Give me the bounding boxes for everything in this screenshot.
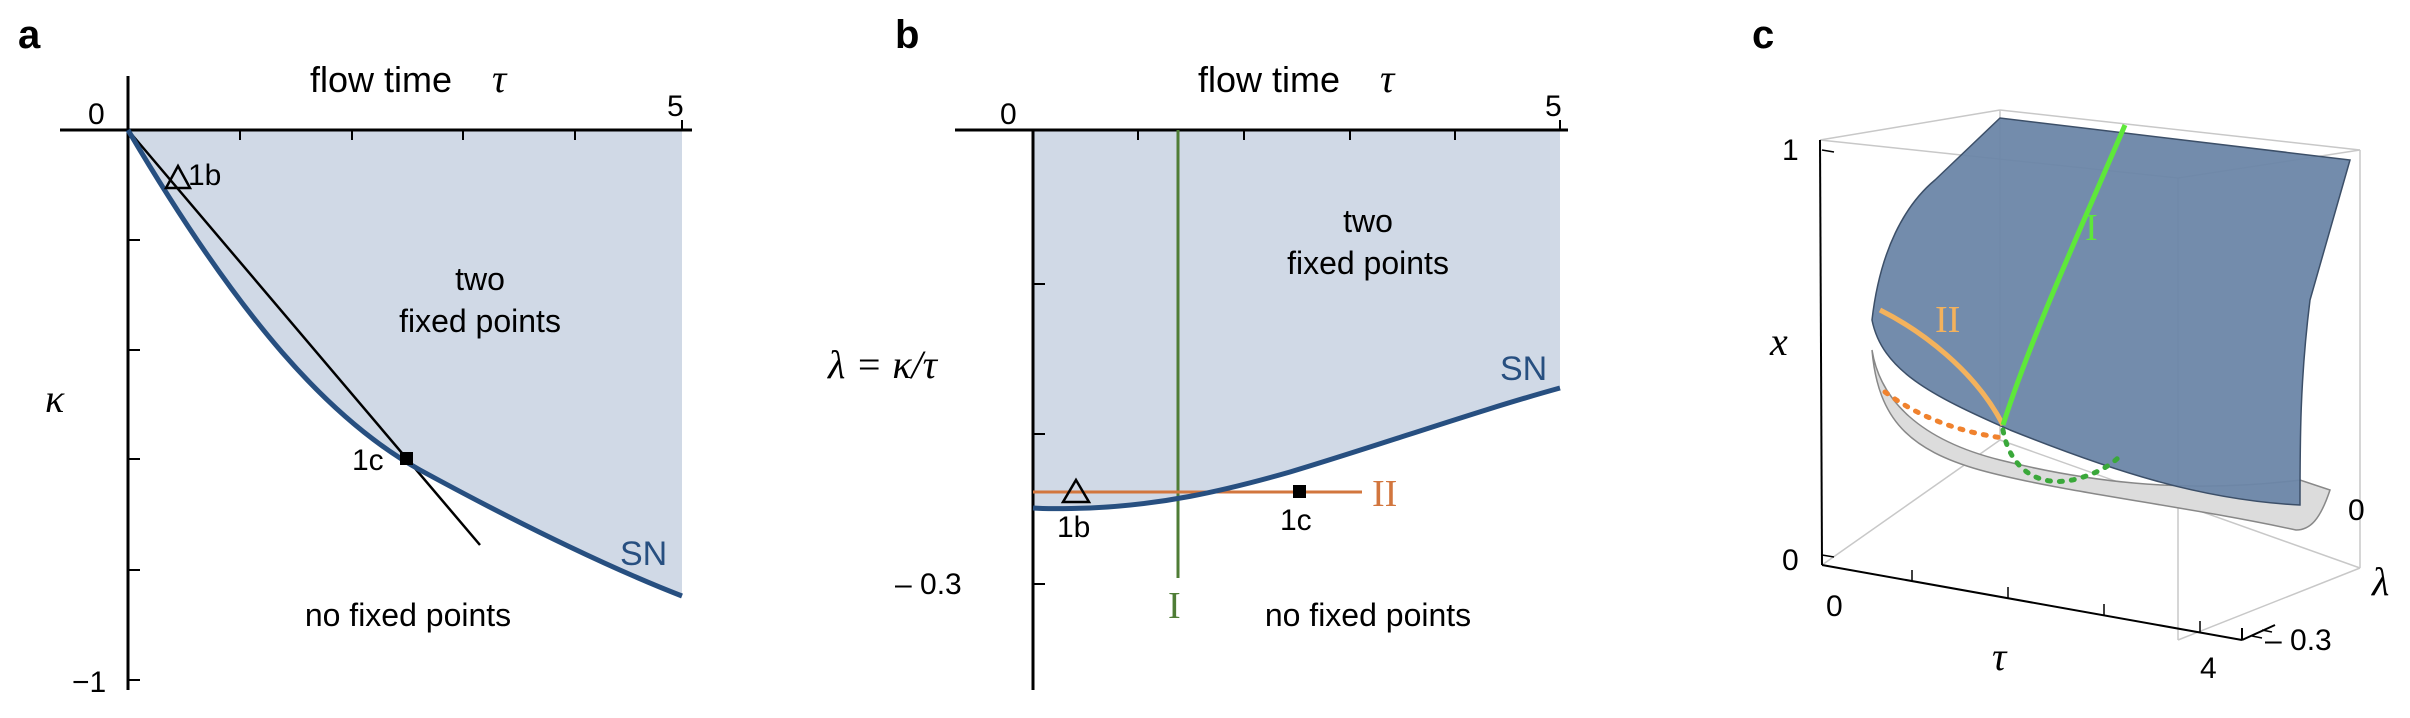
panel-a-point-1b-marker <box>163 163 193 190</box>
panel-b-line-I-label: I <box>1168 585 1181 627</box>
panel-a-sn-label: SN <box>620 535 667 573</box>
panel-a-y-ticks <box>128 239 140 681</box>
panel-c-tick-x0: 0 <box>1782 544 1799 577</box>
panel-a-region-two-fixed-points <box>128 130 682 596</box>
panel-b-point-1c-marker <box>1293 485 1306 498</box>
panel-c-lower-surface <box>1871 349 2331 531</box>
panel-c-curve-I-dotted <box>2000 427 2121 484</box>
panel-c-letter: c <box>1752 13 1774 57</box>
panel-a-letter: a <box>18 13 41 57</box>
panel-c-lambda-axis-label: λ <box>2371 559 2389 604</box>
panel-c-box-front <box>1819 139 2276 641</box>
panel-c-curve-II-label: II <box>1935 299 1960 341</box>
panel-c-tick-lambda0: 0 <box>2348 494 2365 527</box>
panel-b-letter: b <box>895 13 919 57</box>
panel-a-tangent-line <box>127 129 481 546</box>
panel-a-y-title: κ <box>45 376 65 421</box>
panel-a-point-1c-marker <box>400 452 413 465</box>
panel-c-tau-axis-label: τ <box>1992 634 2008 679</box>
panel-c-curve-I-label: I <box>2085 207 2098 249</box>
panel-b-x-title: flow time <box>1198 59 1340 100</box>
panel-a: a 0 5 −1 flow time τ κ <box>18 13 692 699</box>
panel-b-point-1b-label: 1b <box>1057 511 1090 544</box>
panel-c-curve-II <box>1878 307 2006 427</box>
panel-a-region-upper-line2: fixed points <box>399 303 561 339</box>
panel-b-region-upper-line2: fixed points <box>1287 245 1449 281</box>
panel-b-y-ticks <box>1033 283 1045 585</box>
panel-c-tick-tau0: 0 <box>1826 590 1843 623</box>
panel-b-sn-label: SN <box>1500 350 1547 388</box>
panel-a-point-1c-label: 1c <box>352 444 384 477</box>
panel-b-point-1c-label: 1c <box>1280 504 1312 537</box>
panel-c-ticks <box>1821 149 2273 639</box>
panel-c-x-axis-label: x <box>1769 319 1788 364</box>
panel-b-point-1b-marker <box>1060 477 1092 504</box>
panel-a-x-title: flow time <box>310 59 452 100</box>
panel-a-y-tick-bottom: −1 <box>72 666 106 699</box>
panel-b-region-upper-line1: two <box>1343 203 1393 239</box>
panel-a-x-tick-0: 0 <box>88 98 105 131</box>
panel-a-region-upper-line1: two <box>455 261 505 297</box>
panel-c-tick-tau4: 4 <box>2200 652 2217 685</box>
panel-b-sn-curve <box>1032 385 1561 512</box>
panel-b-region-lower: no fixed points <box>1265 597 1471 633</box>
panel-b-x-tick-0: 0 <box>1000 98 1017 131</box>
panel-a-point-1b-label: 1b <box>188 159 221 192</box>
panel-b-y-title: λ = κ/τ <box>827 342 939 387</box>
panel-b-x-ticks <box>1137 120 1561 140</box>
panel-a-x-ticks <box>239 120 683 140</box>
panel-c-tick-x1: 1 <box>1782 134 1799 167</box>
panel-b-line-II-label: II <box>1372 473 1397 515</box>
panel-c-tick-lambda-neg: – 0.3 <box>2265 624 2332 657</box>
panel-b-y-tick-neg03: – 0.3 <box>895 568 962 601</box>
panel-c-curve-I <box>2000 124 2128 426</box>
panel-b-region-two-fixed-points <box>1033 130 1560 509</box>
panel-b-x-tick-5: 5 <box>1545 90 1562 123</box>
panel-c: c <box>1752 13 2389 685</box>
panel-a-x-tick-5: 5 <box>667 90 684 123</box>
panel-a-region-lower: no fixed points <box>305 597 511 633</box>
panel-b-x-symbol: τ <box>1380 56 1396 101</box>
panel-b: b 0 5 – 0.3 flow time τ λ = κ/τ I II <box>827 13 1568 690</box>
panel-c-curve-II-dotted <box>1882 389 2006 441</box>
panel-a-x-symbol: τ <box>492 56 508 101</box>
